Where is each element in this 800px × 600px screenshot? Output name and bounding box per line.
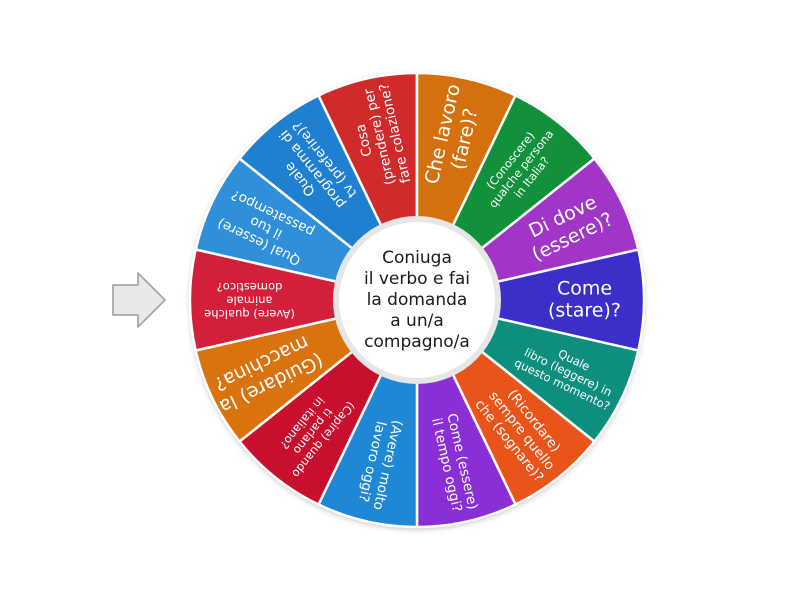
wheel-segment-text: domestico?	[217, 280, 283, 294]
wheel-segment-label: Come(stare)?	[548, 277, 621, 321]
wheel-segment-text: (Avere) qualche	[204, 307, 295, 321]
arrow-right-icon	[112, 272, 166, 328]
wheel-segment-text: animale	[226, 294, 272, 308]
center-instruction-text: la domanda	[367, 290, 468, 310]
wheel-segment	[416, 247, 646, 353]
wheel-segment-text: Come	[557, 277, 612, 299]
center-instruction-text: compagno/a	[364, 332, 470, 352]
center-instruction-text: a un/a	[390, 311, 444, 331]
center-instruction-text: Coniuga	[382, 248, 452, 268]
wheel-segment-text: (stare)?	[548, 300, 621, 322]
center-hub[interactable]	[339, 222, 495, 378]
center-instruction-text: il verbo e fai	[364, 269, 470, 289]
wheel-pointer	[112, 272, 166, 328]
wheel-segment	[188, 247, 418, 353]
wheel-segment-text: Cosa	[353, 122, 376, 158]
